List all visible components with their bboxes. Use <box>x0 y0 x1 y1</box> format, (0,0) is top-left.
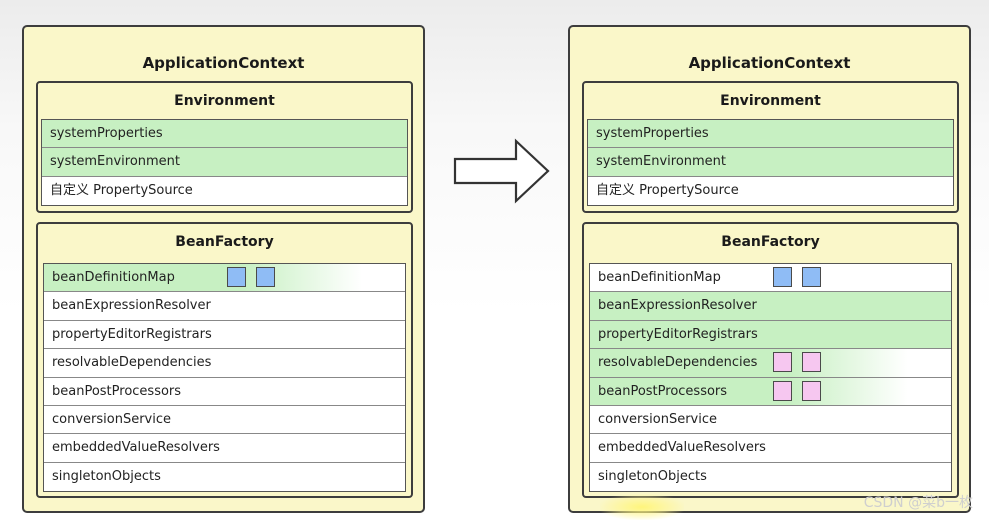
row-label: beanDefinitionMap <box>52 270 175 285</box>
bean-factory-row: resolvableDependencies <box>590 349 951 378</box>
application-context-before: ApplicationContext Environment systemPro… <box>22 25 425 513</box>
bean-factory-title: BeanFactory <box>721 234 820 250</box>
bean-factory-row: singletonObjects <box>590 462 951 492</box>
bean-factory-list: beanDefinitionMap beanExpressionResolver… <box>43 263 406 493</box>
bean-definition-square <box>256 267 275 287</box>
row-label: resolvableDependencies <box>598 355 758 371</box>
environment-box: Environment systemProperties systemEnvir… <box>36 81 413 213</box>
environment-row: systemProperties <box>42 120 407 149</box>
bean-factory-list: beanDefinitionMap beanExpressionResolver… <box>589 263 952 493</box>
post-processor-square <box>802 380 821 401</box>
bean-factory-row: beanExpressionResolver <box>44 292 405 321</box>
dependency-square <box>802 352 821 373</box>
environment-box: Environment systemProperties systemEnvir… <box>582 81 959 213</box>
row-label: beanDefinitionMap <box>598 270 721 285</box>
bean-factory-row: beanPostProcessors <box>590 377 951 406</box>
bean-factory-row: singletonObjects <box>44 462 405 492</box>
bean-factory-row: resolvableDependencies <box>44 349 405 378</box>
dependency-square <box>773 352 792 373</box>
bean-factory-row: conversionService <box>590 405 951 435</box>
environment-title: Environment <box>174 93 275 109</box>
application-context-title: ApplicationContext <box>688 54 851 72</box>
bean-factory-row: embeddedValueResolvers <box>590 434 951 463</box>
watermark: CSDN @菜b一枚 <box>863 495 973 511</box>
bean-factory-row: beanExpressionResolver <box>590 292 951 321</box>
application-context-after: ApplicationContext Environment systemPro… <box>568 25 971 513</box>
bean-factory-row: embeddedValueResolvers <box>44 434 405 463</box>
environment-list: systemProperties systemEnvironment 自定义 P… <box>587 119 954 207</box>
bean-factory-box: BeanFactory beanDefinitionMap beanExpres… <box>582 222 959 498</box>
right-arrow-icon <box>453 138 550 204</box>
environment-title: Environment <box>720 93 821 109</box>
cursor-highlight <box>600 494 684 520</box>
bean-factory-row: conversionService <box>44 405 405 435</box>
environment-row: 自定义 PropertySource <box>42 176 407 206</box>
bean-factory-row: beanPostProcessors <box>44 377 405 406</box>
bean-definition-square <box>773 267 792 287</box>
environment-row: systemEnvironment <box>42 148 407 177</box>
environment-row: systemEnvironment <box>588 148 953 177</box>
environment-row: systemProperties <box>588 120 953 149</box>
bean-factory-row: propertyEditorRegistrars <box>44 320 405 350</box>
application-context-title: ApplicationContext <box>142 54 305 72</box>
bean-definition-square <box>227 267 246 287</box>
environment-row: 自定义 PropertySource <box>588 176 953 206</box>
post-processor-square <box>773 380 792 401</box>
bean-factory-row: propertyEditorRegistrars <box>590 320 951 350</box>
bean-factory-row: beanDefinitionMap <box>44 264 405 293</box>
bean-factory-row: beanDefinitionMap <box>590 264 951 293</box>
bean-factory-title: BeanFactory <box>175 234 274 250</box>
bean-factory-box: BeanFactory beanDefinitionMap beanExpres… <box>36 222 413 498</box>
environment-list: systemProperties systemEnvironment 自定义 P… <box>41 119 408 207</box>
bean-definition-square <box>802 267 821 287</box>
row-label: beanPostProcessors <box>598 383 728 399</box>
